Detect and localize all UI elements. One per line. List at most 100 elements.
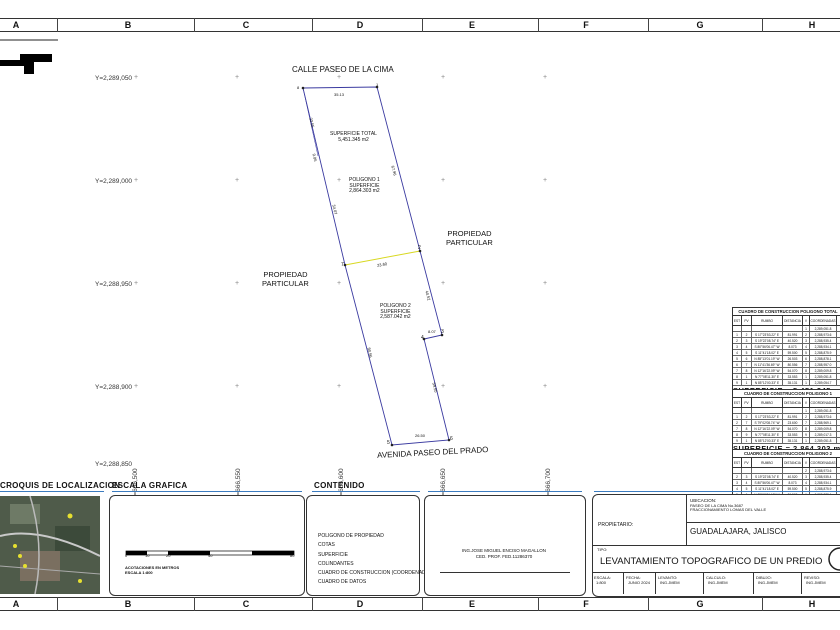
table-cell: 4 xyxy=(803,480,810,485)
table-cell: 3 xyxy=(803,338,810,343)
table-cell: 2,289,051.8 xyxy=(810,438,837,443)
grid-cross: + xyxy=(235,280,240,287)
seal-icon xyxy=(828,547,840,571)
column-divider xyxy=(538,597,539,611)
column-label-d: D xyxy=(356,20,364,30)
table-cell: 1 xyxy=(803,374,810,379)
column-label-g: G xyxy=(696,20,704,30)
column-divider xyxy=(194,597,195,611)
y-coordinate-label: Y=2,288,850 xyxy=(95,461,133,468)
table-cell: 9 xyxy=(803,432,810,437)
vertex-label: 7 xyxy=(341,262,344,268)
grid-cross: + xyxy=(337,74,342,81)
table-cell: 59.500 xyxy=(783,486,803,491)
footer-value: JUNIO 2024 xyxy=(628,580,651,585)
scale-tick: 10 xyxy=(145,553,150,558)
table-header-cell: EST xyxy=(733,398,742,407)
table-header-cell: DISTANCIA xyxy=(783,316,803,325)
footer-value: ING.JMEM xyxy=(758,580,778,585)
location-map xyxy=(0,496,100,594)
table-cell: 6 xyxy=(803,356,810,361)
engineer-box xyxy=(424,495,586,596)
table-cell: 5 xyxy=(803,350,810,355)
column-label-d: D xyxy=(356,599,364,609)
table-cell: 4 xyxy=(803,344,810,349)
y-coordinate-label: Y=2,289,050 xyxy=(95,75,133,82)
column-label-e: E xyxy=(468,20,475,30)
dimension-label: 35.13 xyxy=(334,92,345,97)
column-divider xyxy=(648,597,649,611)
table-cell xyxy=(733,468,742,473)
table-cell: 2,288,934.1 xyxy=(810,344,837,349)
contenido-item: SUPERFICIE xyxy=(318,551,349,558)
table-cell: 1 xyxy=(803,380,810,385)
croquis-rule xyxy=(0,491,104,492)
contenido-box xyxy=(306,495,420,596)
column-label-h: H xyxy=(808,20,816,30)
table-cell: 1 xyxy=(742,380,752,385)
grid-cross: + xyxy=(235,74,240,81)
street-top-label: CALLE PASEO DE LA CIMA xyxy=(292,65,394,74)
table-cell: 8.073 xyxy=(783,480,803,485)
footer-divider xyxy=(801,572,802,594)
table-cell xyxy=(742,326,752,331)
scale-bar xyxy=(125,550,295,556)
table-cell: 59.500 xyxy=(783,350,803,355)
column-divider xyxy=(538,18,539,32)
grid-cross: + xyxy=(441,177,446,184)
table-cell: 2,288,973.6 xyxy=(810,468,837,473)
vertex-label: 4 xyxy=(421,335,424,341)
top-border-2 xyxy=(0,31,840,32)
table-header-cell: V xyxy=(803,398,810,407)
column-divider xyxy=(762,597,763,611)
division-line xyxy=(344,250,421,266)
column-label-c: C xyxy=(242,599,250,609)
table-cell: 8 xyxy=(742,426,752,431)
table-cell: 4 xyxy=(742,480,752,485)
scale-tick: 0 xyxy=(125,553,128,558)
table-header-cell: DISTANCIA xyxy=(783,458,803,467)
table-cell: 40.520 xyxy=(783,338,803,343)
table-cell: S 80°56'06.47" W xyxy=(752,480,783,485)
table-cell xyxy=(783,408,803,413)
grid-cross: + xyxy=(134,280,139,287)
escala-box xyxy=(109,495,305,596)
footer-value: ING.JMEM xyxy=(660,580,680,585)
grid-cross: + xyxy=(134,177,139,184)
contenido-item: POLIGONO DE PROPIEDAD xyxy=(318,533,384,539)
table-cell: N 85°12'00.33" E xyxy=(752,438,783,443)
table-cell: S 17°23'53.22" E xyxy=(752,414,783,419)
footer-value: 1:800 xyxy=(596,580,607,585)
ubicacion-line: PASEO DE LA CIMA No.3687 xyxy=(690,503,744,508)
table-cell: N 11°41'36.69" W xyxy=(752,362,783,367)
table-cell: 2,288,973.6 xyxy=(810,414,837,419)
table-cell xyxy=(752,468,783,473)
y-coordinate-label: Y=2,288,900 xyxy=(95,384,133,391)
table-cell: N 77°08'11.30" E xyxy=(752,374,783,379)
table-cell: 2 xyxy=(733,338,742,343)
dimension-label: 8.07 xyxy=(428,329,436,334)
contenido-item: CUADRO DE DATOS xyxy=(318,579,367,586)
table-cell: 6 xyxy=(742,356,752,361)
table-title: CUADRO DE CONSTRUCCION POLIGONO 1 xyxy=(733,390,840,398)
table-cell: 7 xyxy=(742,362,752,367)
table-header-cell: RUMBO xyxy=(752,316,783,325)
column-divider xyxy=(648,18,649,32)
table-cell: 2,289,009.8 xyxy=(810,426,837,431)
scale-tick: 80 xyxy=(290,553,295,558)
table-cell xyxy=(752,408,783,413)
table-header-cell: COORDENADAS xyxy=(810,398,837,407)
table-cell: 54.070 xyxy=(783,368,803,373)
grid-cross: + xyxy=(235,177,240,184)
